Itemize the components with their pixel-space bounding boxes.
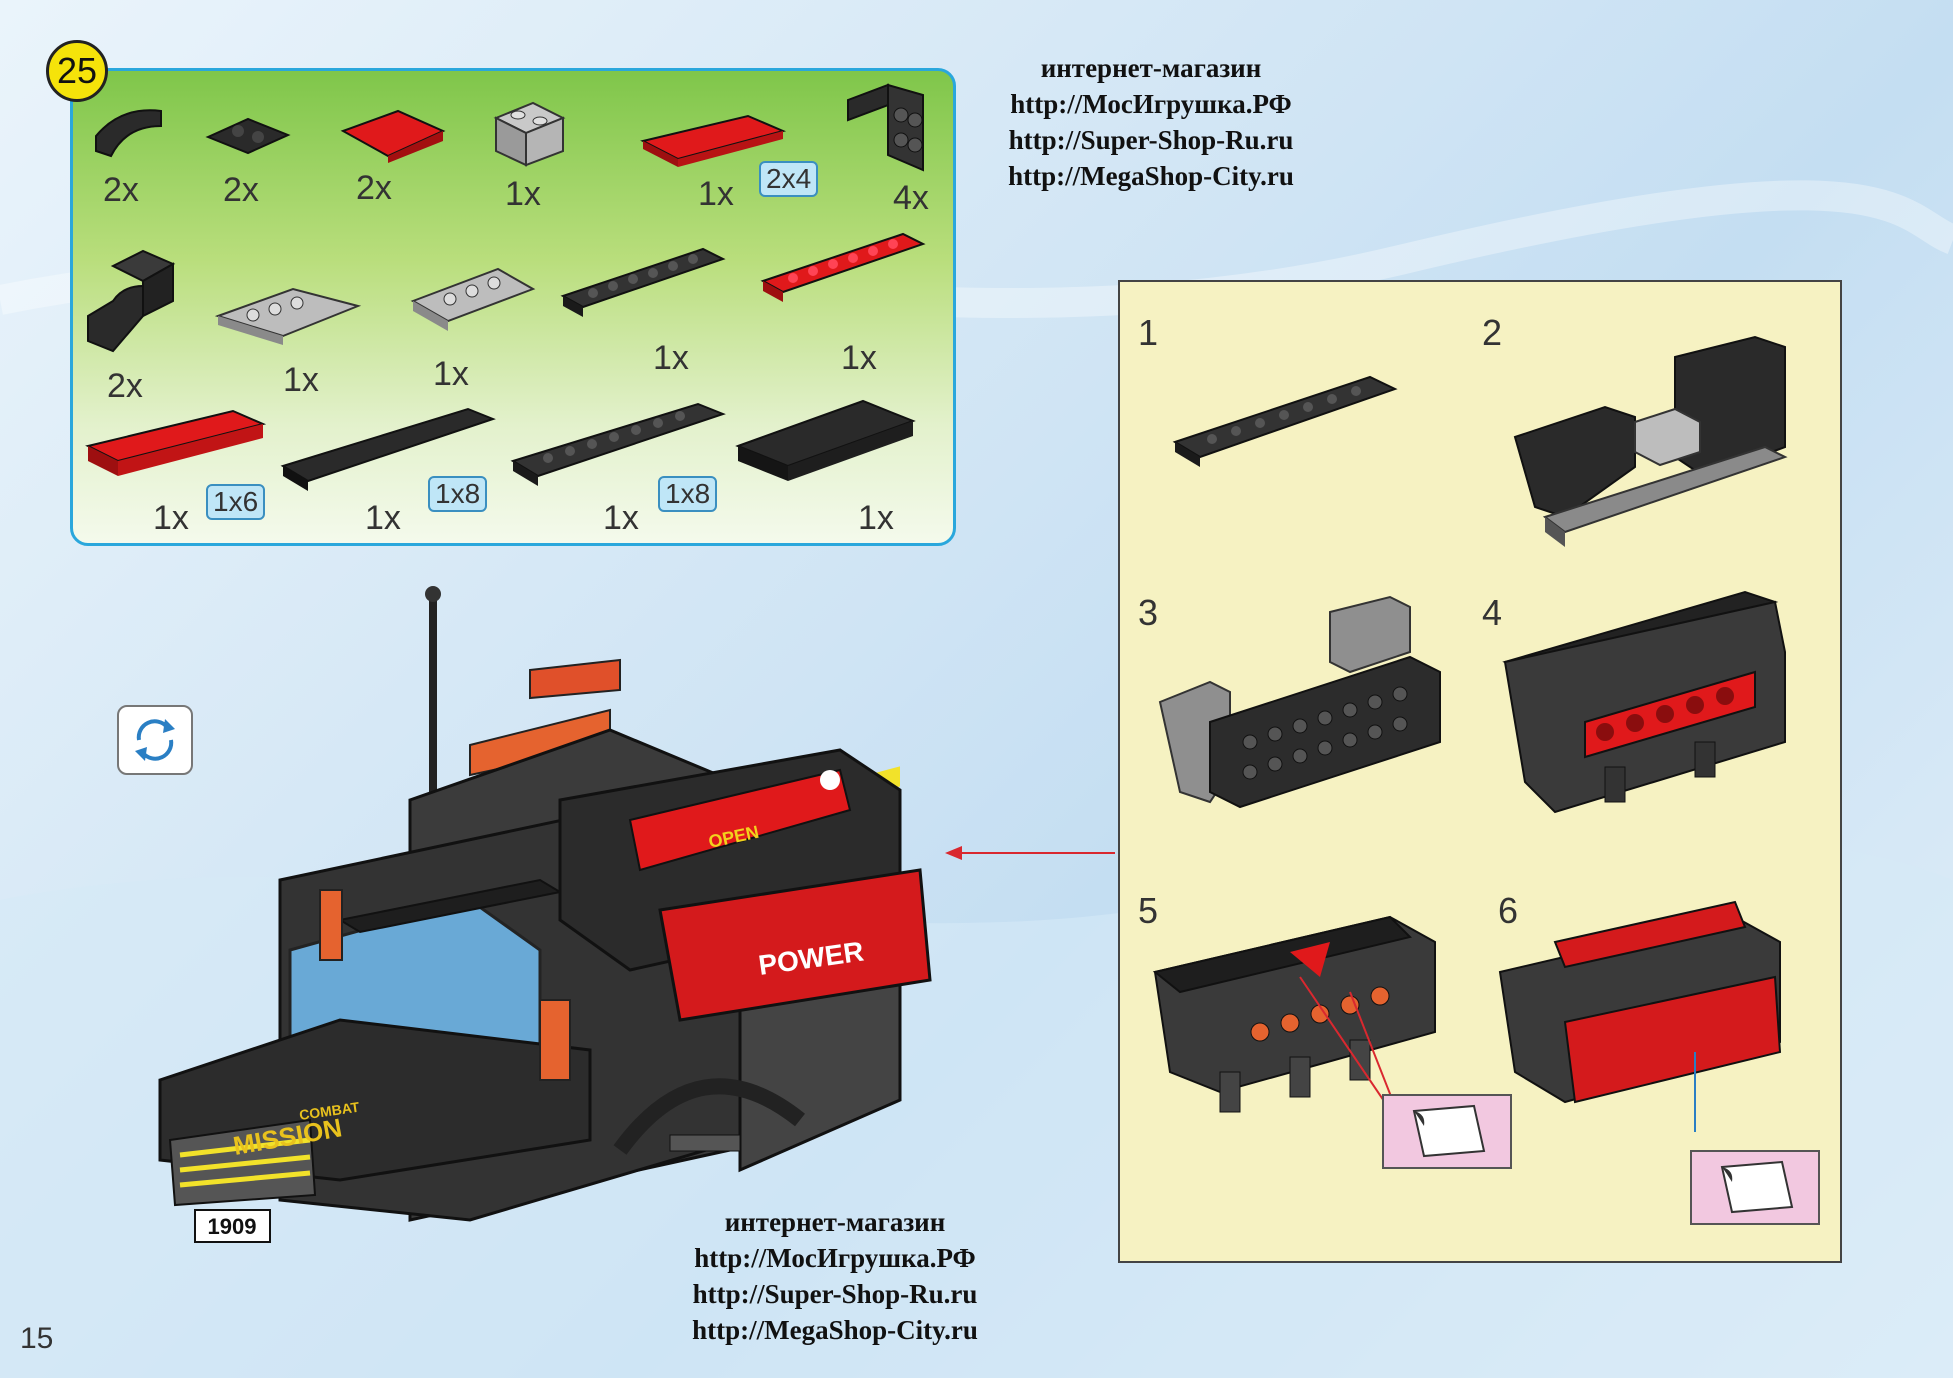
part-tile-2x4-red	[640, 114, 787, 167]
part-qty: 1x	[698, 175, 734, 213]
rotate-icon	[117, 705, 193, 775]
part-size-label: 1x8	[658, 476, 718, 512]
shop-line: http://МосИгрушка.РФ	[1010, 89, 1292, 119]
part-qty: 1x	[603, 499, 639, 537]
part-qty: 1x	[841, 339, 877, 377]
substep-number: 4	[1482, 592, 1503, 633]
sticker-box	[1382, 1094, 1512, 1169]
part-size-label: 2x4	[759, 161, 819, 197]
part-arch-black	[87, 249, 176, 353]
substep-1-drawing	[1172, 375, 1398, 467]
substep-number: 2	[1482, 312, 1503, 353]
part-qty: 2x	[223, 171, 259, 209]
part-size-label: 1x6	[206, 484, 266, 520]
part-qty: 1x	[365, 499, 401, 537]
part-bracket-black	[847, 83, 924, 172]
part-qty: 1x	[653, 339, 689, 377]
shop-line: http://Super-Shop-Ru.ru	[1008, 125, 1294, 155]
part-qty: 1x	[505, 175, 541, 213]
shop-line: http://MegaShop-City.ru	[1008, 161, 1294, 191]
part-tile-1x8-black	[280, 407, 496, 491]
parts-list-panel: 2x 2x 2x 1x 1x 2x4 4x 2x	[70, 68, 956, 546]
part-curved-slope-red	[340, 109, 446, 163]
part-wedge-plate-gray	[214, 287, 362, 345]
subassembly-panel: 1 2 3 4 5 6	[1118, 280, 1842, 1263]
step-number-badge: 25	[46, 40, 108, 102]
part-plate-1x8-black	[510, 402, 726, 486]
shop-line: интернет-магазин	[724, 1207, 946, 1237]
part-tile-1x6-red	[85, 409, 267, 476]
substep-number: 1	[1138, 312, 1159, 353]
callout-arrow	[945, 846, 1115, 860]
part-qty: 1x	[153, 499, 189, 537]
sticker-icon	[1720, 1160, 1794, 1214]
part-brick-1x2-gray	[493, 101, 566, 167]
part-qty: 1x	[433, 355, 469, 393]
substep-number: 6	[1498, 890, 1519, 931]
part-wedge-plate-gray	[410, 267, 536, 331]
part-plate-1x8-black	[560, 247, 726, 317]
page-number: 15	[20, 1322, 54, 1355]
part-plate-1x8-red	[760, 232, 926, 302]
part-qty: 1x	[858, 499, 894, 537]
part-qty: 2x	[356, 169, 392, 207]
shop-line: интернет-магазин	[1040, 53, 1262, 83]
part-slope-1x4-black	[735, 399, 916, 481]
sticker-icon	[1412, 1104, 1486, 1158]
substep-number: 3	[1138, 592, 1159, 633]
substep-number: 5	[1138, 890, 1159, 931]
part-qty: 1x	[283, 361, 319, 399]
part-size-label: 1x8	[428, 476, 488, 512]
shop-text-top: интернет-магазин http://МосИгрушка.РФ ht…	[956, 50, 1346, 194]
license-plate: 1909	[208, 1214, 257, 1239]
skull-icon	[820, 770, 840, 790]
part-qty: 4x	[893, 179, 929, 217]
part-qty: 2x	[107, 367, 143, 405]
sticker-box	[1690, 1150, 1820, 1225]
shop-text-bottom: интернет-магазин http://МосИгрушка.РФ ht…	[640, 1204, 1030, 1348]
part-curved-slope-black	[95, 109, 162, 158]
shop-line: http://Super-Shop-Ru.ru	[692, 1279, 978, 1309]
part-qty: 2x	[103, 171, 139, 209]
shop-line: http://МосИгрушка.РФ	[694, 1243, 976, 1273]
part-clip-plate-black	[205, 117, 291, 155]
vehicle-illustration: 1909 COMBAT MISSION OPEN POWER	[158, 586, 932, 1243]
shop-line: http://MegaShop-City.ru	[692, 1315, 978, 1345]
